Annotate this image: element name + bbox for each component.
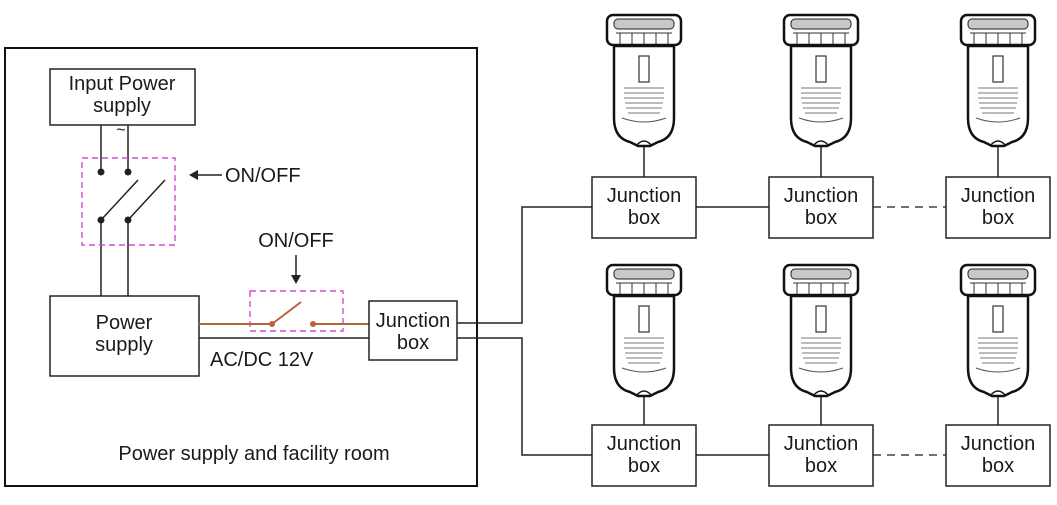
voltage-label: AC/DC 12V (210, 349, 314, 371)
arrow-down-icon (291, 255, 301, 284)
top-junction-box-3: Junction box (945, 176, 1051, 239)
bottom-junction-box-1: Junction box (591, 424, 697, 487)
input-power-supply-box (49, 68, 196, 126)
underground-light-icon (782, 13, 860, 148)
junction-label-line1: Junction (961, 185, 1036, 207)
junction-label-line1: Junction (607, 433, 682, 455)
power-supply-label-line1: Power (96, 312, 153, 334)
input-power-label-line2: supply (93, 95, 151, 117)
bottom-junction-box-2: Junction box (768, 424, 874, 487)
junction-label-line2: box (982, 455, 1014, 477)
main-junction-box (368, 300, 458, 361)
junction-label-line2: box (805, 455, 837, 477)
facility-room-caption: Power supply and facility room (118, 443, 389, 465)
power-supply-box (49, 295, 200, 377)
bottom-junction-box-3: Junction box (945, 424, 1051, 487)
junction-label-line1: Junction (784, 185, 859, 207)
arrow-left-icon (189, 170, 222, 180)
underground-light-icon (605, 263, 683, 398)
underground-light-icon (605, 13, 683, 148)
junction-label-line2: box (982, 207, 1014, 229)
junction-label-line2: box (628, 455, 660, 477)
facility-room-border (4, 47, 478, 487)
power-supply-label-line2: supply (95, 334, 153, 356)
ac-tilde-symbol: ~ (116, 122, 125, 139)
main-junction-line1: Junction (376, 310, 451, 332)
secondary-switch-label: ON/OFF (258, 230, 334, 252)
main-on-off-switch (81, 157, 176, 246)
junction-label-line2: box (805, 207, 837, 229)
junction-label-line1: Junction (961, 433, 1036, 455)
top-junction-box-1: Junction box (591, 176, 697, 239)
input-power-label-line1: Input Power (69, 73, 176, 95)
junction-label-line2: box (628, 207, 660, 229)
junction-label-line1: Junction (607, 185, 682, 207)
underground-light-icon (959, 263, 1037, 398)
top-junction-box-2: Junction box (768, 176, 874, 239)
main-switch-label: ON/OFF (225, 165, 301, 187)
secondary-on-off-switch (199, 290, 369, 332)
underground-light-icon (782, 263, 860, 398)
main-junction-line2: box (397, 332, 429, 354)
junction-label-line1: Junction (784, 433, 859, 455)
underground-light-icon (959, 13, 1037, 148)
